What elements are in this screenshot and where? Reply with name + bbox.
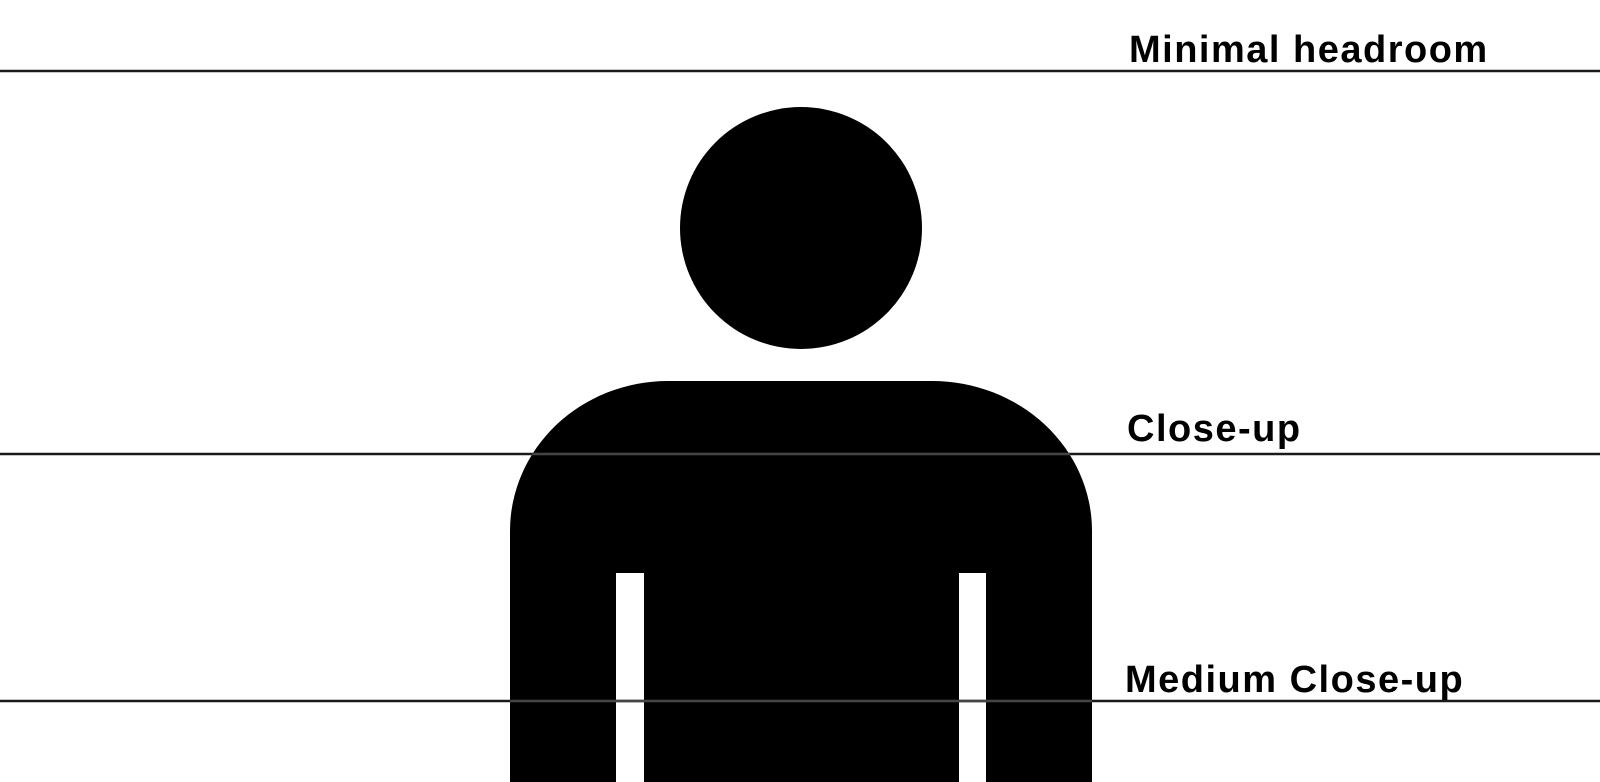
close-up-label: Close-up — [1127, 408, 1302, 450]
person-head — [680, 107, 922, 349]
minimal-headroom-label: Minimal headroom — [1129, 29, 1489, 71]
medium-close-up-label: Medium Close-up — [1125, 659, 1464, 701]
person-silhouette-icon — [510, 107, 1092, 782]
person-torso — [510, 381, 1092, 782]
